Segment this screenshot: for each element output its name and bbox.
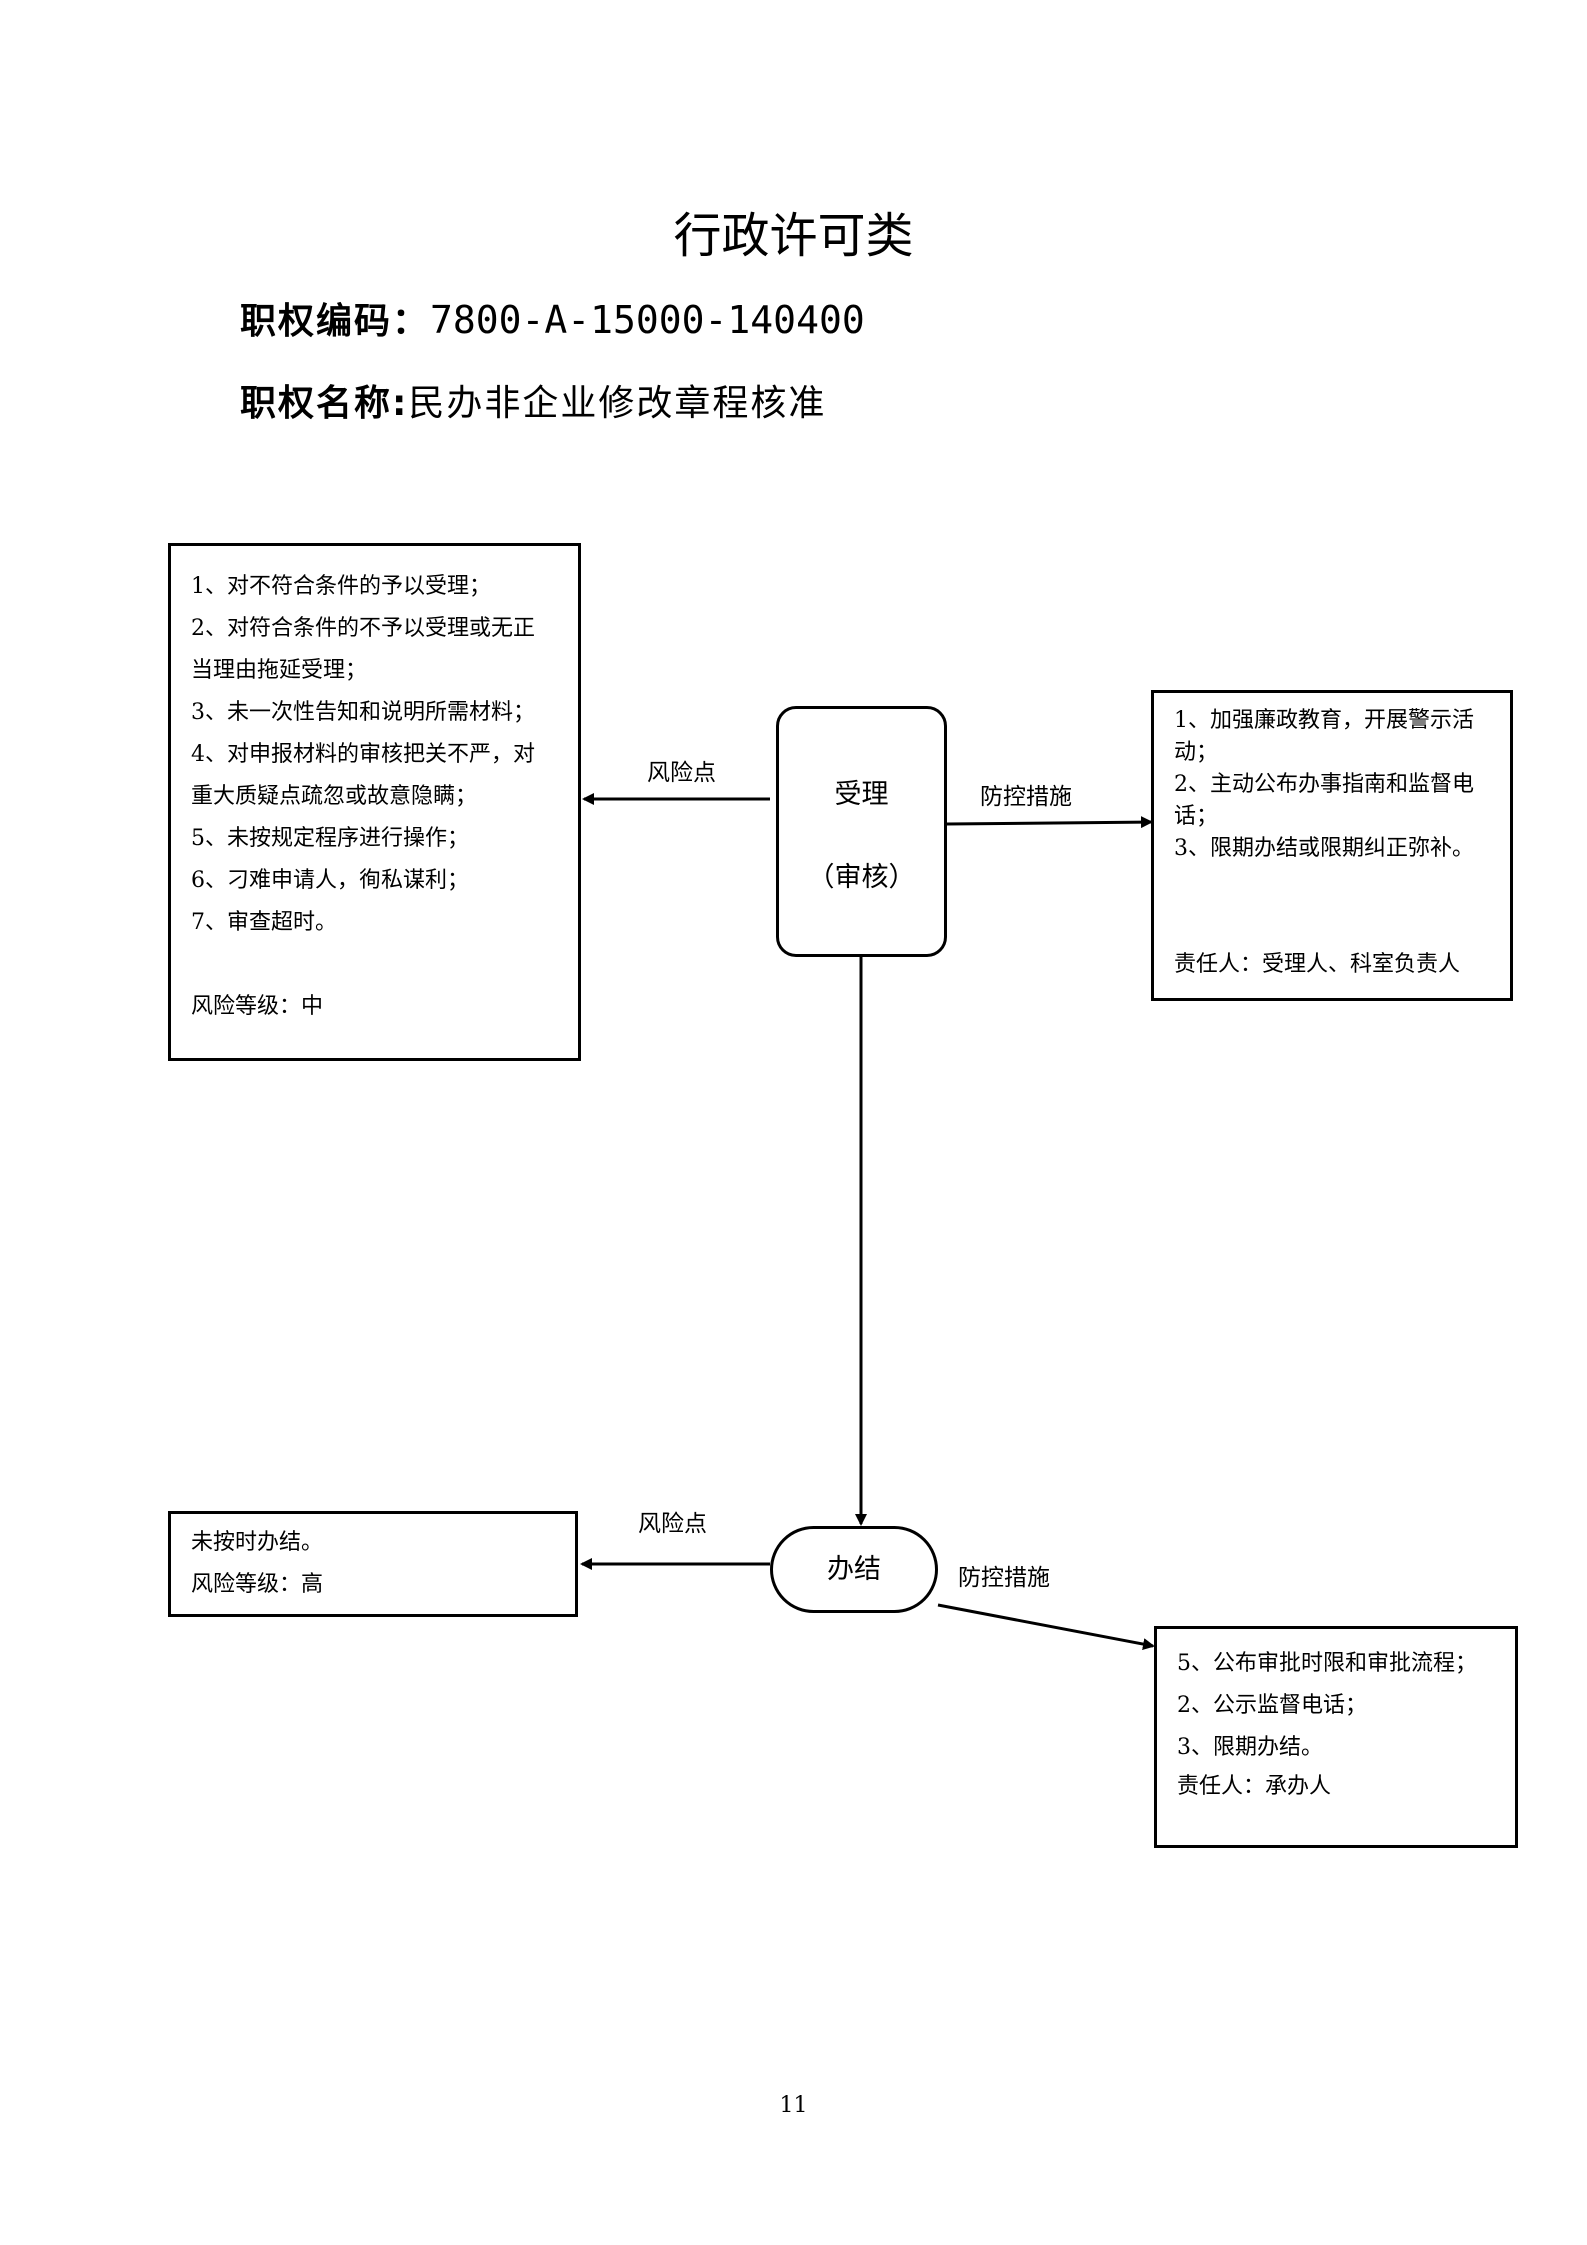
name-row: 职权名称:民办非企业修改章程核准 <box>240 374 826 426</box>
risk-item: 6、刁难申请人，徇私谋利； <box>191 868 469 893</box>
name-label: 职权名称: <box>240 383 409 424</box>
code-value: 7800-A-15000-140400 <box>430 298 865 342</box>
risk-level: 风险等级：中 <box>191 994 324 1019</box>
risk-box-accept: 1、对不符合条件的予以受理； 2、对符合条件的不予以受理或无正 当理由拖延受理；… <box>168 543 581 1061</box>
arrow-to-control-2 <box>937 1603 1155 1651</box>
risk-item: 未按时办结。 <box>191 1530 324 1555</box>
measure-item: 2、主动公布办事指南和监督电 <box>1174 772 1474 797</box>
arrow-to-control-1 <box>946 816 1153 829</box>
responsible-person: 责任人：承办人 <box>1177 1774 1332 1799</box>
measure-item: 5、公布审批时限和审批流程； <box>1177 1651 1477 1676</box>
control-box-finish: 5、公布审批时限和审批流程； 2、公示监督电话； 3、限期办结。 责任人：承办人 <box>1154 1626 1518 1848</box>
node-finish-title: 办结 <box>827 1554 881 1585</box>
risk-item: 2、对符合条件的不予以受理或无正 <box>191 616 535 641</box>
risk-point-label: 风险点 <box>638 1511 707 1537</box>
name-value: 民办非企业修改章程核准 <box>408 383 827 424</box>
measure-item: 动； <box>1174 740 1219 765</box>
measure-item: 2、公示监督电话； <box>1177 1693 1367 1718</box>
risk-point-label: 风险点 <box>647 760 716 786</box>
control-box-accept: 1、加强廉政教育，开展警示活 动； 2、主动公布办事指南和监督电 话； 3、限期… <box>1151 690 1513 1001</box>
risk-item: 重大质疑点疏忽或故意隐瞒； <box>191 784 478 809</box>
risk-item: 当理由拖延受理； <box>191 658 368 683</box>
risk-box-finish: 未按时办结。 风险等级：高 <box>168 1511 578 1617</box>
code-label: 职权编码： <box>240 301 431 342</box>
process-node-finish: 办结 <box>770 1526 938 1613</box>
code-row: 职权编码：7800-A-15000-140400 <box>240 292 865 344</box>
measure-item: 话； <box>1174 804 1219 829</box>
risk-item: 4、对申报材料的审核把关不严，对 <box>191 742 535 767</box>
control-measure-label: 防控措施 <box>958 1565 1050 1591</box>
measure-item: 1、加强廉政教育，开展警示活 <box>1174 708 1474 733</box>
measure-item: 3、限期办结。 <box>1177 1735 1323 1760</box>
node-accept-title: 受理 <box>834 779 889 810</box>
page-title: 行政许可类 <box>673 208 914 264</box>
measure-item: 3、限期办结或限期纠正弥补。 <box>1174 836 1474 861</box>
risk-level: 风险等级：高 <box>191 1572 324 1597</box>
responsible-person: 责任人：受理人、科室负责人 <box>1174 952 1461 977</box>
risk-item: 1、对不符合条件的予以受理； <box>191 574 491 599</box>
risk-item: 5、未按规定程序进行操作； <box>191 826 469 851</box>
control-measure-label: 防控措施 <box>980 784 1072 810</box>
node-accept-subtitle: （审核） <box>807 862 916 893</box>
risk-item: 7、审查超时。 <box>191 910 337 935</box>
risk-item: 3、未一次性告知和说明所需材料； <box>191 700 535 725</box>
page-number: 11 <box>779 2093 808 2118</box>
process-node-accept: 受理 （审核） <box>776 706 947 957</box>
